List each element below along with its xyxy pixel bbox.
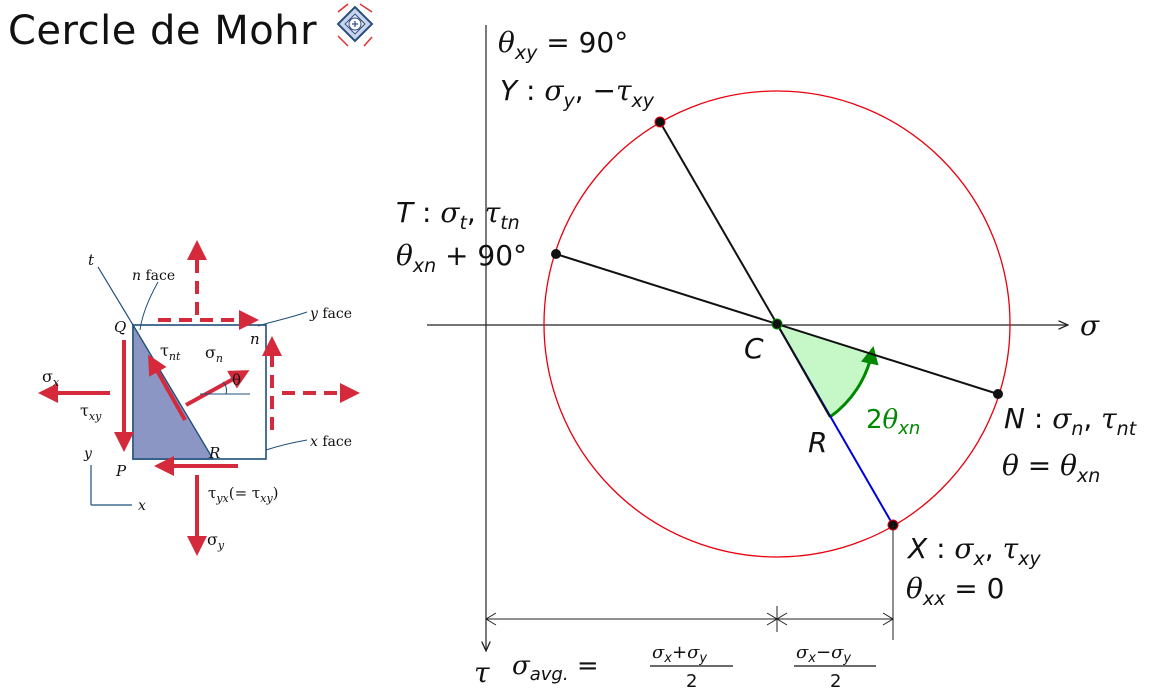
y-face-leader [257, 311, 308, 327]
Q-label: Q [114, 318, 126, 336]
n-face-label: n face [132, 268, 175, 284]
sigma-avg-denominator: 2 [686, 671, 697, 691]
n-face-leader [139, 281, 159, 331]
point-T [551, 249, 561, 259]
angle-wedge [777, 324, 873, 417]
half-diff-denominator: 2 [830, 671, 841, 691]
angle-arc [829, 345, 879, 419]
sigma-axis-label: σ [1080, 309, 1100, 342]
n-label: n [250, 330, 260, 348]
T-theta-label: θxn + 90° [396, 239, 527, 277]
sigma-avg-label: σavg. = [512, 651, 599, 685]
point-N [993, 389, 1003, 399]
y-face-label: y face [309, 306, 352, 322]
x-face-label: x face [310, 434, 352, 450]
R-label: R [808, 426, 827, 459]
mohr-circle [543, 90, 1011, 558]
Y-point-label: Y : σy, −τxy [500, 74, 655, 112]
page-title-text: Cercle de Mohr [8, 8, 318, 54]
theta-xy-label: θxy = 90° [498, 26, 628, 64]
C-label: C [744, 332, 764, 365]
theta-arc [222, 381, 227, 395]
x-face-leader [265, 439, 308, 451]
sigma-n-label: σn [205, 343, 223, 365]
page-title: Cercle de Mohr [8, 8, 317, 54]
N-point-label: N : σn, τnt [1004, 402, 1138, 440]
rotated-element-icon [336, 3, 374, 47]
tau-axis-label: τ [474, 656, 490, 689]
element-y-axis-label: y [83, 446, 93, 462]
tau-nt-arrow [148, 354, 187, 421]
half-diff-numerator: σx−σy [796, 642, 851, 666]
dim-arrow-x [882, 612, 894, 626]
sigma-x-label: σx [42, 367, 60, 389]
diameter-y-x [659, 121, 778, 325]
P-label: P [115, 462, 127, 480]
angle-label: 2θxn [866, 405, 920, 439]
radius-c-to-x-overlay [776, 323, 831, 418]
tau-xy-label: τxy [80, 401, 102, 423]
t-label: t [88, 251, 95, 269]
T-point-label: T : σt, τtn [396, 196, 520, 234]
X-theta-label: θxx = 0 [906, 572, 1004, 610]
N-theta-label: θ = θxn [1002, 449, 1100, 487]
point-Y [654, 116, 666, 128]
dim-arrow-left [485, 612, 497, 626]
sigma-n-arrow [185, 370, 250, 407]
theta-label: θ [232, 371, 241, 389]
R-element-label: R [208, 444, 220, 462]
element-x-axis-label: x [138, 498, 146, 514]
tau-yx-label: τyx(= τxy) [208, 484, 279, 505]
point-C [771, 318, 783, 330]
sigma-avg-numerator: σx+σy [652, 642, 707, 666]
tau-nt-label: τnt [160, 341, 181, 363]
dim-arrow-c-right [776, 612, 788, 626]
X-point-label: X : σx, τxy [906, 532, 1041, 570]
t-axis-line [97, 266, 134, 326]
sigma-y-label: σy [207, 530, 225, 552]
